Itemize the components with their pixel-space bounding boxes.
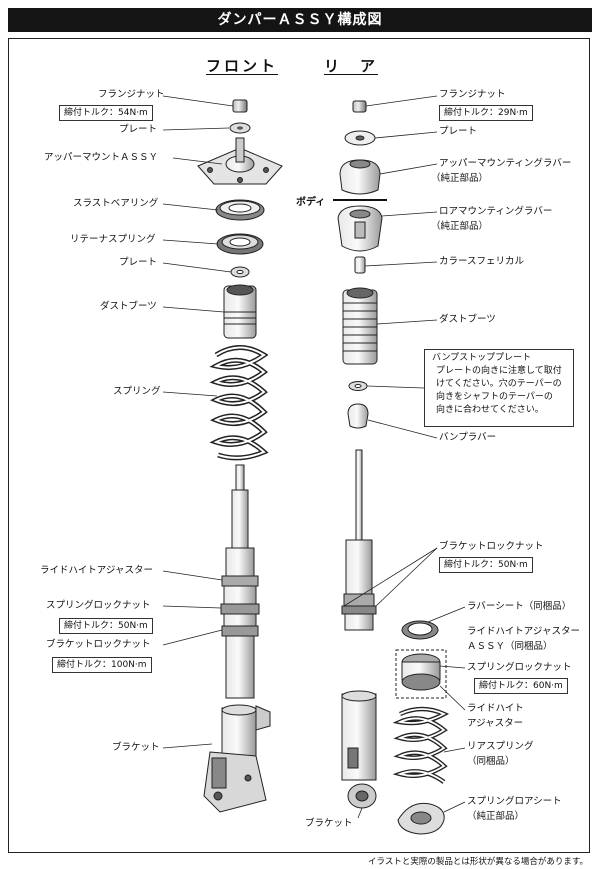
rear-spring-lower-seat: [397, 802, 445, 835]
rear-ride-height-label-1: ライドハイト: [467, 703, 524, 714]
rear-bump-stop-plate: [348, 381, 368, 391]
rear-spring-lock-nut-torque: 締付トルク：60N·m: [474, 678, 568, 694]
front-spring-lock-nut-torque: 締付トルク：50N·m: [59, 618, 153, 634]
front-flange-nut: [232, 99, 248, 113]
bump-stop-plate-title: バンプストッププレート: [432, 353, 532, 363]
front-bracket: [203, 704, 271, 813]
rear-adjuster-assy-box: [395, 649, 447, 699]
rear-ride-height-label-2: アジャスター: [467, 718, 524, 729]
rear-spring-label-2: （同梱品）: [467, 756, 515, 767]
rear-rubber-seat-label: ラバーシート（同梱品）: [467, 601, 572, 612]
rear-bump-rubber: [347, 403, 369, 429]
rear-lower-mounting-rubber-label: ロアマウンティングラバー: [439, 206, 553, 217]
rear-collar-spherical: [354, 256, 366, 274]
rear-flange-nut: [352, 100, 367, 113]
bump-stop-plate-note-line-3: 向きをシャフトのテーパーの: [436, 392, 553, 402]
front-upper-mount-label: アッパーマウントＡＳＳＹ: [44, 152, 159, 163]
rear-spring-label-1: リアスプリング: [467, 741, 534, 752]
leader-lines: [162, 95, 466, 819]
front-heading: フロント: [206, 57, 279, 75]
rear-plate: [344, 130, 376, 146]
bump-stop-plate-note-line-2: けてください。穴のテーパーの: [436, 379, 562, 389]
rear-upper-mounting-rubber-label: アッパーマウンティングラバー: [439, 158, 572, 169]
front-dust-boot: [223, 284, 257, 339]
rear-collar-spherical-label: カラースフェリカル: [439, 256, 525, 267]
front-plate-top-label: プレート: [119, 124, 158, 135]
rear-heading: リ ア: [324, 57, 379, 75]
bump-stop-plate-note-line-1: プレートの向きに注意して取付: [436, 366, 562, 376]
body-label: ボディ: [296, 197, 326, 208]
rear-bracket-label: ブラケット: [305, 818, 353, 829]
front-flange-nut-torque: 締付トルク：54N·m: [59, 105, 153, 121]
front-spring-highlight: [213, 346, 266, 459]
front-thrust-bearing: [215, 199, 265, 221]
diagram-frame: [8, 38, 590, 853]
bump-stop-plate-note-line-4: 向きに合わせてください。: [436, 405, 544, 415]
rear-rubber-seat: [401, 620, 439, 640]
rear-ride-height-adjuster: [401, 653, 441, 691]
front-spring-lock-nut-label: スプリングロックナット: [46, 600, 151, 611]
front-shock-body: [220, 464, 260, 699]
rear-lower-mounting-rubber-note: （純正部品）: [431, 221, 489, 232]
front-upper-mount: [197, 137, 283, 185]
page-title: ダンパーＡＳＳＹ構成図: [8, 8, 592, 32]
rear-spring-lock-nut-label: スプリングロックナット: [467, 662, 572, 673]
front-retainer-spring-label: リテーナスプリング: [70, 234, 156, 245]
front-retainer-spring: [216, 233, 264, 255]
rear-bracket-lock-nut-label: ブラケットロックナット: [439, 541, 544, 552]
front-ride-height-adjuster-label: ライドハイトアジャスター: [40, 565, 153, 576]
front-plate-mid: [230, 266, 250, 278]
front-flange-nut-label: フランジナット: [98, 89, 165, 100]
rear-dust-boot: [342, 287, 378, 365]
rear-upper-mounting-rubber: [339, 159, 381, 195]
rear-bracket: [341, 690, 377, 809]
rear-ride-height-adjuster-assy-label-2: ＡＳＳＹ（同梱品）: [467, 641, 553, 652]
front-dust-boot-label: ダストブーツ: [100, 301, 157, 312]
rear-shock-body: [341, 449, 377, 631]
rear-plate-label: プレート: [439, 126, 478, 137]
rear-spring-lower-seat-label-1: スプリングロアシート: [467, 796, 562, 807]
rear-spring-lower-seat-label-2: （純正部品）: [467, 811, 525, 822]
rear-upper-mounting-rubber-note: （純正部品）: [431, 173, 489, 184]
rear-flange-nut-torque: 締付トルク：29N·m: [439, 105, 533, 121]
rear-bump-rubber-label: バンプラバー: [439, 432, 497, 443]
front-bracket-lock-nut-torque: 締付トルク：100N·m: [52, 657, 152, 673]
front-spring-label: スプリング: [113, 386, 161, 397]
front-bracket-label: ブラケット: [112, 742, 160, 753]
rear-dust-boot-label: ダストブーツ: [439, 314, 496, 325]
bump-stop-plate-note: バンプストッププレート プレートの向きに注意して取付 けてください。穴のテーパー…: [424, 349, 574, 427]
rear-ride-height-adjuster-assy-label-1: ライドハイトアジャスター: [467, 626, 580, 637]
front-bracket-lock-nut-label: ブラケットロックナット: [46, 639, 151, 650]
front-plate-mid-label: プレート: [119, 257, 158, 268]
disclaimer-footer: イラストと実際の製品とは形状が異なる場合があります。: [368, 857, 588, 867]
front-thrust-bearing-label: スラストベアリング: [73, 198, 159, 209]
rear-flange-nut-label: フランジナット: [439, 89, 506, 100]
rear-bracket-lock-nut-torque: 締付トルク：50N·m: [439, 557, 533, 573]
rear-lower-mounting-rubber: [337, 205, 383, 252]
